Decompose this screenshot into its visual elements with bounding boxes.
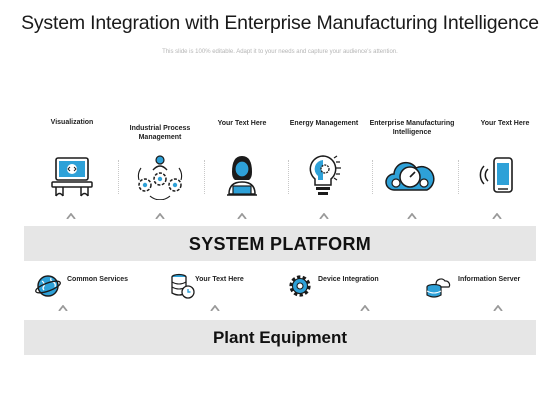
divider [288,160,289,194]
chevron-up-icon [237,213,247,219]
divider [204,160,205,194]
divider [118,160,119,194]
page-subtitle: This slide is 100% editable. Adapt it to… [162,49,398,55]
globe-icon [35,275,61,297]
page-title: System Integration with Enterprise Manuf… [21,12,539,34]
divider [458,160,459,194]
chevron-up-icon [360,305,370,311]
chevron-up-icon [210,305,220,311]
top-label-emi: Enterprise Manufacturing Intelligence [369,120,455,137]
chevron-up-icon [66,213,76,219]
server-cloud-icon [426,278,451,298]
mid-label-device-integration: Device Integration [318,276,379,283]
database-clock-icon [171,273,195,299]
cloud-gauge-icon [385,161,435,191]
chevron-up-icon [493,305,503,311]
mid-label-your-text: Your Text Here [195,276,244,283]
chevron-up-icon [58,305,68,311]
chevron-up-icon [407,213,417,219]
bulb-gear-icon [309,155,341,195]
monitor-code-icon [51,157,93,197]
phone-signal-icon [479,157,513,193]
chevron-up-icon [492,213,502,219]
top-label-visualization: Visualization [50,119,94,126]
top-label-industrial-process: Industrial Process Management [129,125,191,142]
mid-label-common-services: Common Services [67,276,129,283]
plant-equipment-band: Plant Equipment [24,320,536,355]
top-label-your-text-2: Your Text Here [480,120,530,127]
chevron-up-icon [155,213,165,219]
top-label-energy: Energy Management [289,120,359,127]
gear-icon [289,275,311,297]
top-label-your-text-1: Your Text Here [217,120,267,127]
mid-label-information-server: Information Server [458,276,521,283]
gears-people-icon [137,155,183,200]
user-laptop-icon [227,156,257,196]
divider [372,160,373,194]
system-platform-band: SYSTEM PLATFORM [24,226,536,261]
chevron-up-icon [319,213,329,219]
